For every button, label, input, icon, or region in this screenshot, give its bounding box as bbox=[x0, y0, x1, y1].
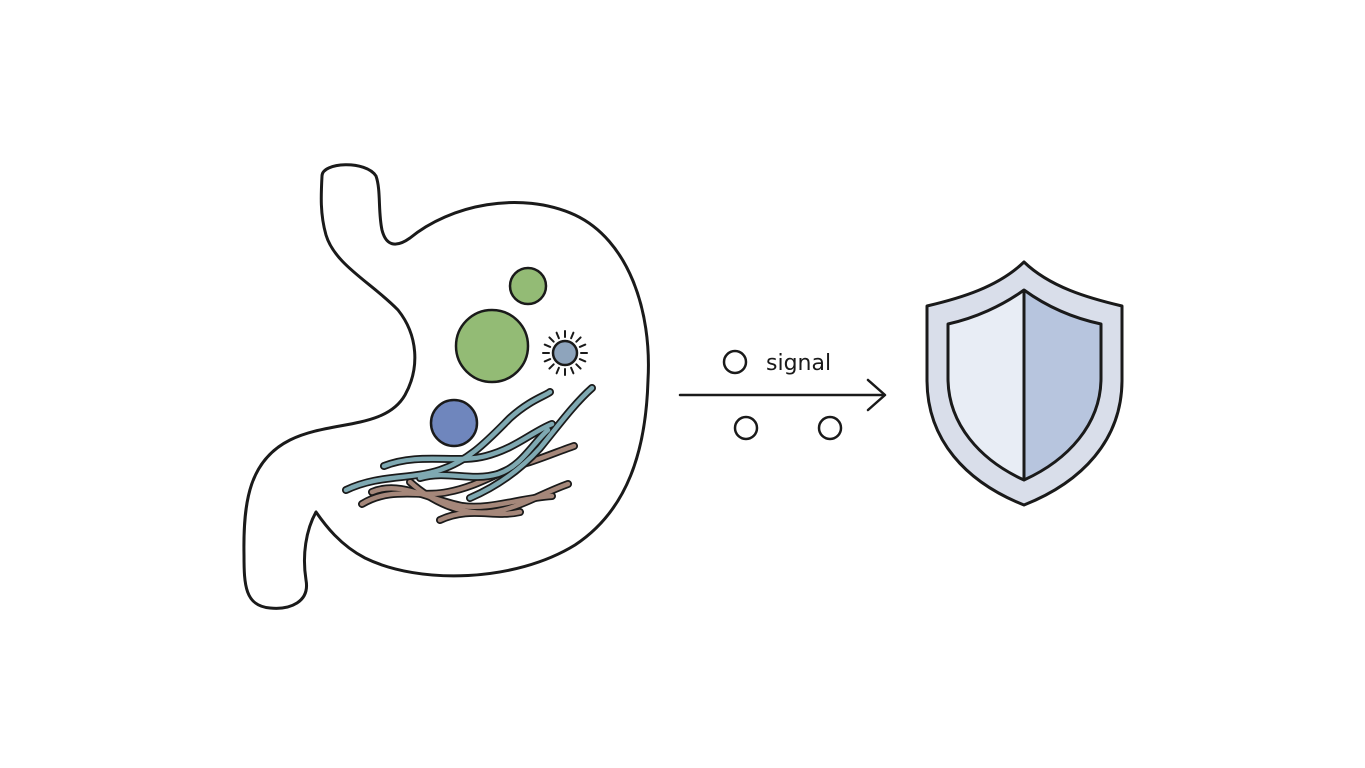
shield-icon bbox=[925, 260, 1124, 507]
arrow-right-icon bbox=[678, 378, 887, 412]
signal-label: signal bbox=[766, 351, 831, 376]
teal-filaments bbox=[342, 384, 596, 502]
signal-molecule-bottom-right bbox=[817, 415, 843, 441]
green-microbe-small bbox=[508, 266, 548, 306]
shield-inner-right bbox=[1024, 290, 1101, 480]
brown-filaments bbox=[358, 442, 578, 524]
signal-molecule-top bbox=[722, 349, 748, 375]
signal-molecule-bottom-left bbox=[733, 415, 759, 441]
stomach-icon bbox=[242, 163, 650, 610]
spiky-microbe bbox=[542, 330, 588, 376]
signal-flow: signal bbox=[678, 349, 887, 441]
blue-microbe bbox=[429, 398, 479, 448]
green-microbe-large bbox=[454, 308, 530, 384]
shield-inner-left bbox=[948, 290, 1024, 480]
